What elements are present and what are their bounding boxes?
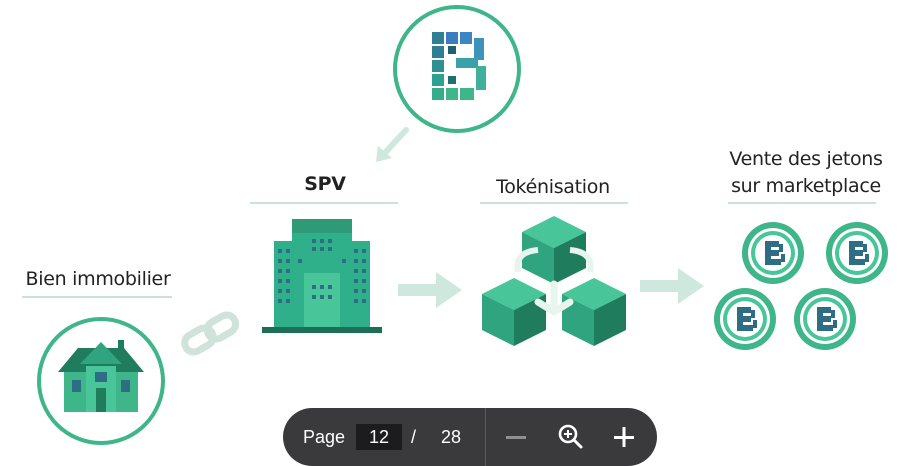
token-coin-icon (794, 288, 856, 350)
page-number-input[interactable] (356, 424, 402, 450)
tokenisation-label: Tokénisation (496, 176, 610, 198)
bien-immobilier-label: Bien immobilier (25, 268, 171, 290)
tokenisation-underline (480, 202, 628, 204)
page-label: Page (303, 427, 346, 447)
toolbar-divider (485, 408, 486, 466)
building-icon (262, 219, 382, 333)
magnifier-icon (558, 424, 583, 449)
spv-underline (250, 202, 398, 204)
zoom-out-button[interactable] (499, 420, 533, 454)
arrow-spv-to-tokenisation (398, 272, 462, 308)
blockchain-cubes-icon (482, 216, 626, 346)
arrow-tokenisation-to-vente (640, 268, 704, 304)
vente-label-line1: Vente des jetons (729, 148, 883, 170)
total-pages: 28 (441, 427, 462, 447)
bien-underline (22, 296, 172, 298)
zoom-in-button[interactable] (607, 420, 641, 454)
plus-icon (614, 427, 634, 447)
token-coin-icon (826, 222, 888, 284)
token-coin-icon (714, 288, 776, 350)
chain-link-icon (181, 311, 240, 356)
page-separator: / (411, 427, 417, 447)
arrow-logo-to-spv (376, 127, 409, 162)
vente-underline (728, 202, 876, 204)
house-icon (37, 317, 165, 445)
platform-logo (393, 5, 521, 133)
spv-label: SPV (304, 173, 346, 195)
token-coin-icon (742, 222, 804, 284)
zoom-fit-button[interactable] (553, 420, 587, 454)
vente-label-line2: sur marketplace (731, 175, 881, 197)
minus-icon (506, 436, 526, 439)
b-logo-icon (432, 32, 486, 100)
pdf-viewer-toolbar: Page / 28 (283, 408, 657, 466)
